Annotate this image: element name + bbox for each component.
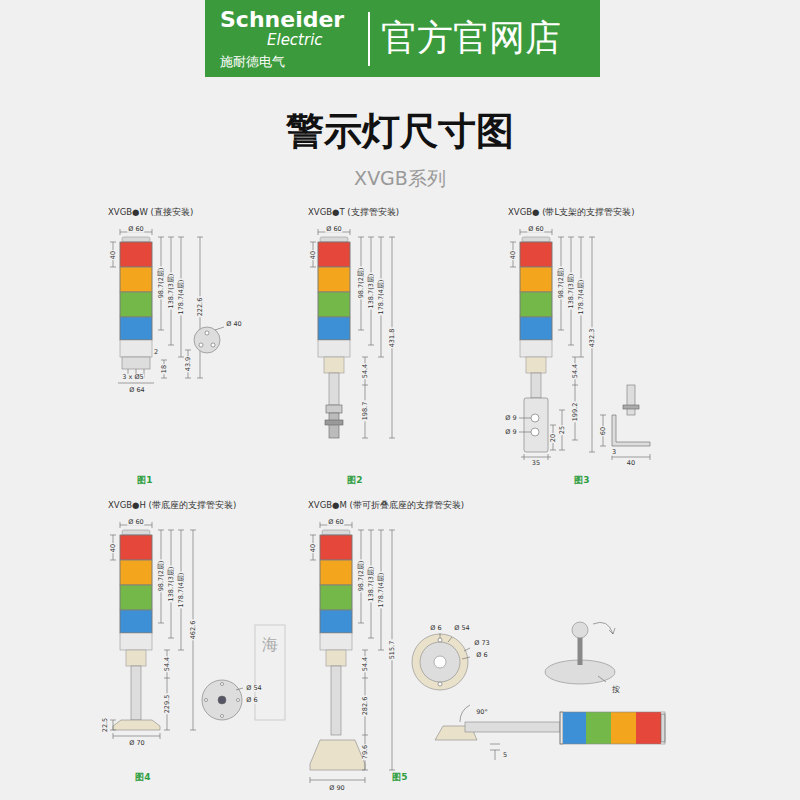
watermark-frame [255,625,285,720]
dimension-label: 90° [475,709,489,716]
dimension-label: 98.7(2层) [558,267,565,300]
tower-light [320,522,352,650]
dimension-label: 79.6 [362,744,369,760]
dimension-label: 25 [559,425,566,435]
figure-1 [110,229,224,383]
brand-name: Schneider [220,9,344,31]
dimension-label: 282.6 [362,696,369,717]
figure-caption: 图4 [134,773,151,782]
dimension-label: 178.7(4层) [378,572,385,609]
dimension-label: 60 [600,426,607,436]
dimension-label: 138.7(3层) [368,273,375,310]
dimension-label: 98.7(2层) [358,267,365,300]
header-bar: SchneiderElectric 施耐德电气 官方官网店 [205,0,600,77]
tower-light [520,229,552,357]
dimension-label: 18 [161,364,168,374]
dimension-label: 35 [531,460,541,467]
figure-caption: 图2 [346,476,363,485]
dimension-label: Ø 60 [325,226,342,233]
dimension-label: 22.5 [102,717,109,733]
figure-3 [510,229,650,460]
header-divider [368,12,370,66]
dimension-label: 按 [611,686,621,694]
brand-chinese: 施耐德电气 [220,55,285,68]
dimension-label: 432.3 [589,328,596,349]
dimension-label: Ø 60 [327,519,344,526]
dimension-label: 40 [626,460,636,467]
dimension-label: Ø 73 [473,640,490,647]
dimension-label: Ø 40 [225,321,242,328]
figure-heading: XVGB●H (带底座的支撑管安装) [107,501,237,510]
tower-light [120,229,152,357]
dimension-label: 178.7(4层) [378,279,385,316]
tower-light [120,522,152,650]
dimension-label: Ø 6 [429,625,442,632]
dimension-label: 138.7(3层) [168,273,175,310]
dimension-label: 20 [550,433,557,443]
dimension-label: 3 x Ø5 [121,374,144,381]
brand-subname: Electric [267,33,323,48]
store-name: 官方官网店 [381,20,561,56]
dimension-label: 515.7 [389,640,396,661]
tower-light [318,229,350,357]
dimension-label: 138.7(3层) [168,566,175,603]
dimension-label: 138.7(3层) [368,566,375,603]
dimension-label: Ø 54 [453,625,470,632]
dimension-label: 222.6 [197,297,204,318]
dimension-label: 5 [502,752,508,759]
dimension-label: Ø 6 [475,652,488,659]
dimension-label: 40 [310,250,317,260]
dimension-label: Ø 90 [328,785,345,792]
series-subtitle: XVGB系列 [353,169,447,188]
dimension-label: 178.7(4层) [578,279,585,316]
dimension-label: 40 [510,250,517,260]
dimension-label: 199.2 [572,402,579,423]
figure-heading: XVGB● (带L支架的支撑管安装) [507,208,636,217]
dimension-label: Ø 9 [504,415,517,422]
dimension-label: 43.9 [185,356,192,372]
dimension-label: Ø 54 [245,685,262,692]
page-title: 警示灯尺寸图 [0,112,800,150]
dimension-label: Ø 60 [527,226,544,233]
dimension-label: 462.6 [190,620,197,641]
dimension-label: 178.7(4层) [178,572,185,609]
figure-4 [110,522,243,739]
dimension-label: 2 [153,349,159,356]
dimension-label: 98.7(2层) [158,267,165,300]
dimension-label: 54.4 [572,363,579,379]
dimension-label: Ø 60 [127,519,144,526]
dimension-label: Ø 64 [128,387,145,394]
dimension-label: 138.7(3层) [568,273,575,310]
dimension-label: 198.7 [362,401,369,422]
dimension-label: 98.7(2层) [158,560,165,593]
figure-5 [310,522,665,783]
dimension-label: 431.8 [389,328,396,349]
dimension-label: 229.5 [164,694,171,715]
dimension-label: 54.4 [362,363,369,379]
figure-caption: 图3 [573,476,590,485]
dimension-label: Ø 70 [128,740,145,747]
dimension-label: 54.4 [164,656,171,672]
dimension-label: 40 [310,543,317,553]
dimension-label: Ø 9 [504,429,517,436]
figure-heading: XVGB●W (直接安装) [107,208,194,217]
dimension-label: 40 [110,250,117,260]
figure-heading: XVGB●T (支撑管安装) [307,208,400,217]
figure-caption: 图1 [136,476,153,485]
dimension-label: 98.7(2层) [358,560,365,593]
dimension-label: Ø 60 [127,226,144,233]
watermark: 海 [261,637,279,653]
dimension-label: 40 [110,543,117,553]
dimension-label: 178.7(4层) [178,279,185,316]
dimension-label: Ø 6 [245,697,258,704]
figure-2 [310,229,395,438]
dimension-label: 3 [611,449,617,456]
figure-heading: XVGB●M (带可折叠底座的支撑管安装) [307,501,465,510]
figure-caption: 图5 [391,773,408,782]
dimension-label: 54.4 [362,656,369,672]
